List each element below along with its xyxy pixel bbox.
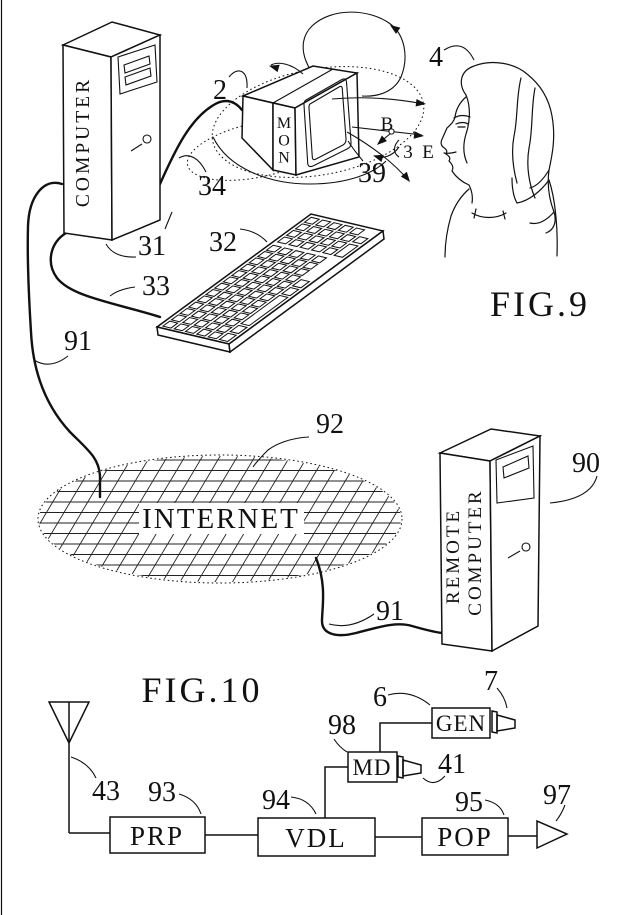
remote-floppy-drive bbox=[495, 445, 535, 504]
cable-34-monitor bbox=[158, 99, 244, 186]
cable-33-keyboard bbox=[49, 231, 162, 319]
fig10-title: FIG.10 bbox=[141, 670, 262, 710]
ref-97-output: 97 bbox=[543, 780, 571, 811]
internet-label-backdrop bbox=[139, 503, 304, 534]
ref-6-gen: 6 bbox=[373, 682, 387, 713]
ref-34-monitor-cable: 34 bbox=[198, 171, 226, 202]
block-pop-label: POP bbox=[437, 822, 493, 852]
ref-2-monitor: 2 bbox=[213, 75, 227, 106]
ref-43-antenna: 43 bbox=[92, 776, 120, 807]
ref-32-keyboard: 32 bbox=[209, 227, 237, 258]
antenna bbox=[47, 701, 110, 834]
internet-cloud: INTERNET bbox=[37, 454, 403, 584]
block-vdl-label: VDL bbox=[285, 823, 347, 853]
output-triangle bbox=[536, 819, 569, 850]
ref-7-gen-horn: 7 bbox=[484, 666, 498, 697]
ref-41-md-horn: 41 bbox=[438, 749, 466, 780]
fig10-block-diagram: FIG.10 PRP VDL POP MD GEN bbox=[47, 666, 571, 857]
ref-91-cable-right: 91 bbox=[376, 596, 404, 627]
ref-92-internet: 92 bbox=[316, 409, 344, 440]
floppy-drive bbox=[117, 44, 158, 95]
remote-computer-label-2: COMPUTER bbox=[465, 488, 486, 615]
em-field-loop bbox=[302, 11, 406, 97]
block-prp-label: PRP bbox=[130, 821, 184, 851]
block-vdl bbox=[257, 817, 376, 857]
monitor-screen bbox=[303, 78, 352, 168]
cable-91-left bbox=[26, 181, 102, 499]
ref-94-vdl: 94 bbox=[262, 785, 290, 816]
md-horn bbox=[397, 755, 422, 779]
block-md bbox=[347, 751, 398, 783]
block-gen-label: GEN bbox=[436, 711, 486, 736]
label-e-field: E bbox=[422, 142, 434, 163]
em-field-arrows bbox=[212, 62, 427, 185]
remote-computer-tower: REMOTE COMPUTER bbox=[437, 428, 543, 653]
ref-95-pop: 95 bbox=[455, 787, 483, 818]
fig9-leader-lines bbox=[33, 45, 598, 627]
block-gen bbox=[431, 707, 491, 739]
ref-90-remote: 90 bbox=[572, 448, 600, 479]
cable-91-right bbox=[314, 556, 444, 637]
power-button bbox=[142, 134, 152, 144]
ref-31-computer: 31 bbox=[138, 231, 166, 262]
gen-horn bbox=[491, 710, 516, 734]
desktop-computer-tower: COMPUTER bbox=[60, 21, 163, 242]
internet-label: INTERNET bbox=[142, 503, 300, 535]
ref-91-cable-left: 91 bbox=[64, 326, 92, 357]
block-md-label: MD bbox=[352, 755, 391, 780]
fig9-scene: INTERNET COMPUTER bbox=[26, 11, 600, 653]
ref-33-keyboard-cable: 33 bbox=[142, 271, 170, 302]
internet-cloud-outline bbox=[37, 454, 403, 584]
keyboard bbox=[155, 213, 385, 354]
remote-computer-label-1: REMOTE bbox=[443, 508, 464, 604]
fig10-leader-lines bbox=[70, 687, 566, 822]
fig9-title: FIG.9 bbox=[490, 284, 590, 324]
computer-user-sketch bbox=[440, 61, 558, 258]
ref-98-md: 98 bbox=[328, 710, 356, 741]
ref-4-user: 4 bbox=[429, 42, 443, 73]
keyboard-keys bbox=[163, 217, 376, 341]
ref-39-field: 39 bbox=[358, 158, 386, 189]
remote-power-button bbox=[521, 542, 531, 552]
computer-tower-label: COMPUTER bbox=[73, 77, 94, 207]
fig10-connectors bbox=[205, 722, 537, 838]
label-axis-3: 3 bbox=[403, 142, 413, 163]
ref-93-prp: 93 bbox=[148, 777, 176, 808]
label-b-field: B bbox=[381, 114, 394, 135]
